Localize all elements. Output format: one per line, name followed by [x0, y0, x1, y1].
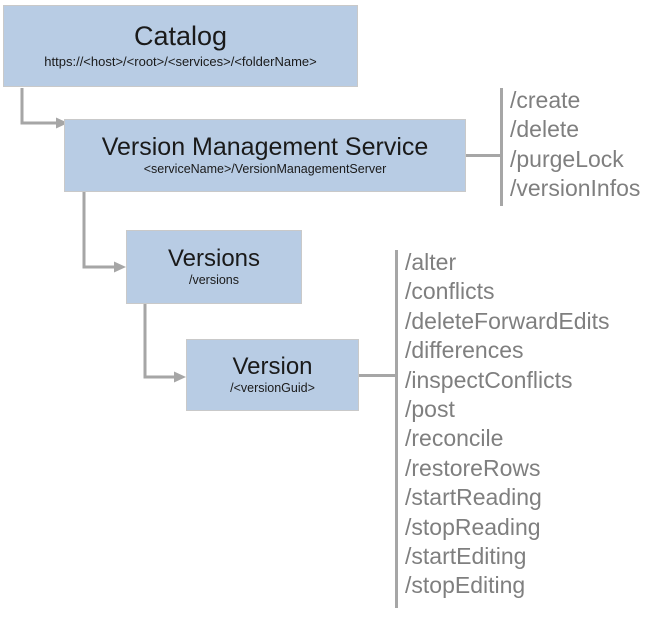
operation-item[interactable]: /versionInfos: [510, 175, 641, 202]
node-versions-subtitle: /versions: [188, 272, 240, 287]
operation-item[interactable]: /delete: [510, 116, 580, 143]
operation-item[interactable]: /conflicts: [405, 278, 495, 305]
operation-item[interactable]: /inspectConflicts: [405, 366, 573, 393]
node-version-management-service-subtitle: <serviceName>/VersionManagementServer: [143, 162, 387, 176]
operation-item[interactable]: /stopEditing: [405, 572, 526, 599]
node-version-subtitle: /<versionGuid>: [230, 380, 315, 395]
node-catalog[interactable]: Catalog https://<host>/<root>/<services>…: [3, 5, 358, 87]
node-catalog-title: Catalog: [133, 21, 228, 52]
operation-item[interactable]: /alter: [405, 249, 457, 275]
node-versions[interactable]: Versions /versions: [126, 230, 302, 304]
node-versions-title: Versions: [167, 245, 261, 273]
operation-item[interactable]: /reconcile: [405, 425, 504, 452]
bracket-version-operations: [395, 250, 398, 608]
node-version-management-service[interactable]: Version Management Service <serviceName>…: [64, 119, 466, 192]
operation-item[interactable]: /create: [510, 87, 581, 113]
node-version-title: Version: [232, 353, 313, 381]
stem-version-operations: [359, 374, 397, 377]
operation-item[interactable]: /startReading: [405, 484, 542, 511]
node-catalog-subtitle: https://<host>/<root>/<services>/<folder…: [44, 54, 317, 70]
operation-item[interactable]: /stopReading: [405, 513, 541, 540]
version-operations-list: /alter /conflicts /deleteForwardEdits /d…: [405, 248, 610, 601]
operation-item[interactable]: /startEditing: [405, 543, 527, 570]
operation-item[interactable]: /deleteForwardEdits: [405, 307, 610, 334]
node-version[interactable]: Version /<versionGuid>: [186, 339, 359, 411]
operation-item[interactable]: /restoreRows: [405, 454, 541, 481]
node-version-management-service-title: Version Management Service: [101, 133, 429, 161]
service-operations-list: /create /delete /purgeLock /versionInfos: [510, 86, 640, 204]
operation-item[interactable]: /purgeLock: [510, 145, 624, 172]
operation-item[interactable]: /post: [405, 396, 455, 423]
operation-item[interactable]: /differences: [405, 337, 524, 364]
stem-service-operations: [466, 154, 502, 157]
bracket-service-operations: [500, 88, 503, 206]
